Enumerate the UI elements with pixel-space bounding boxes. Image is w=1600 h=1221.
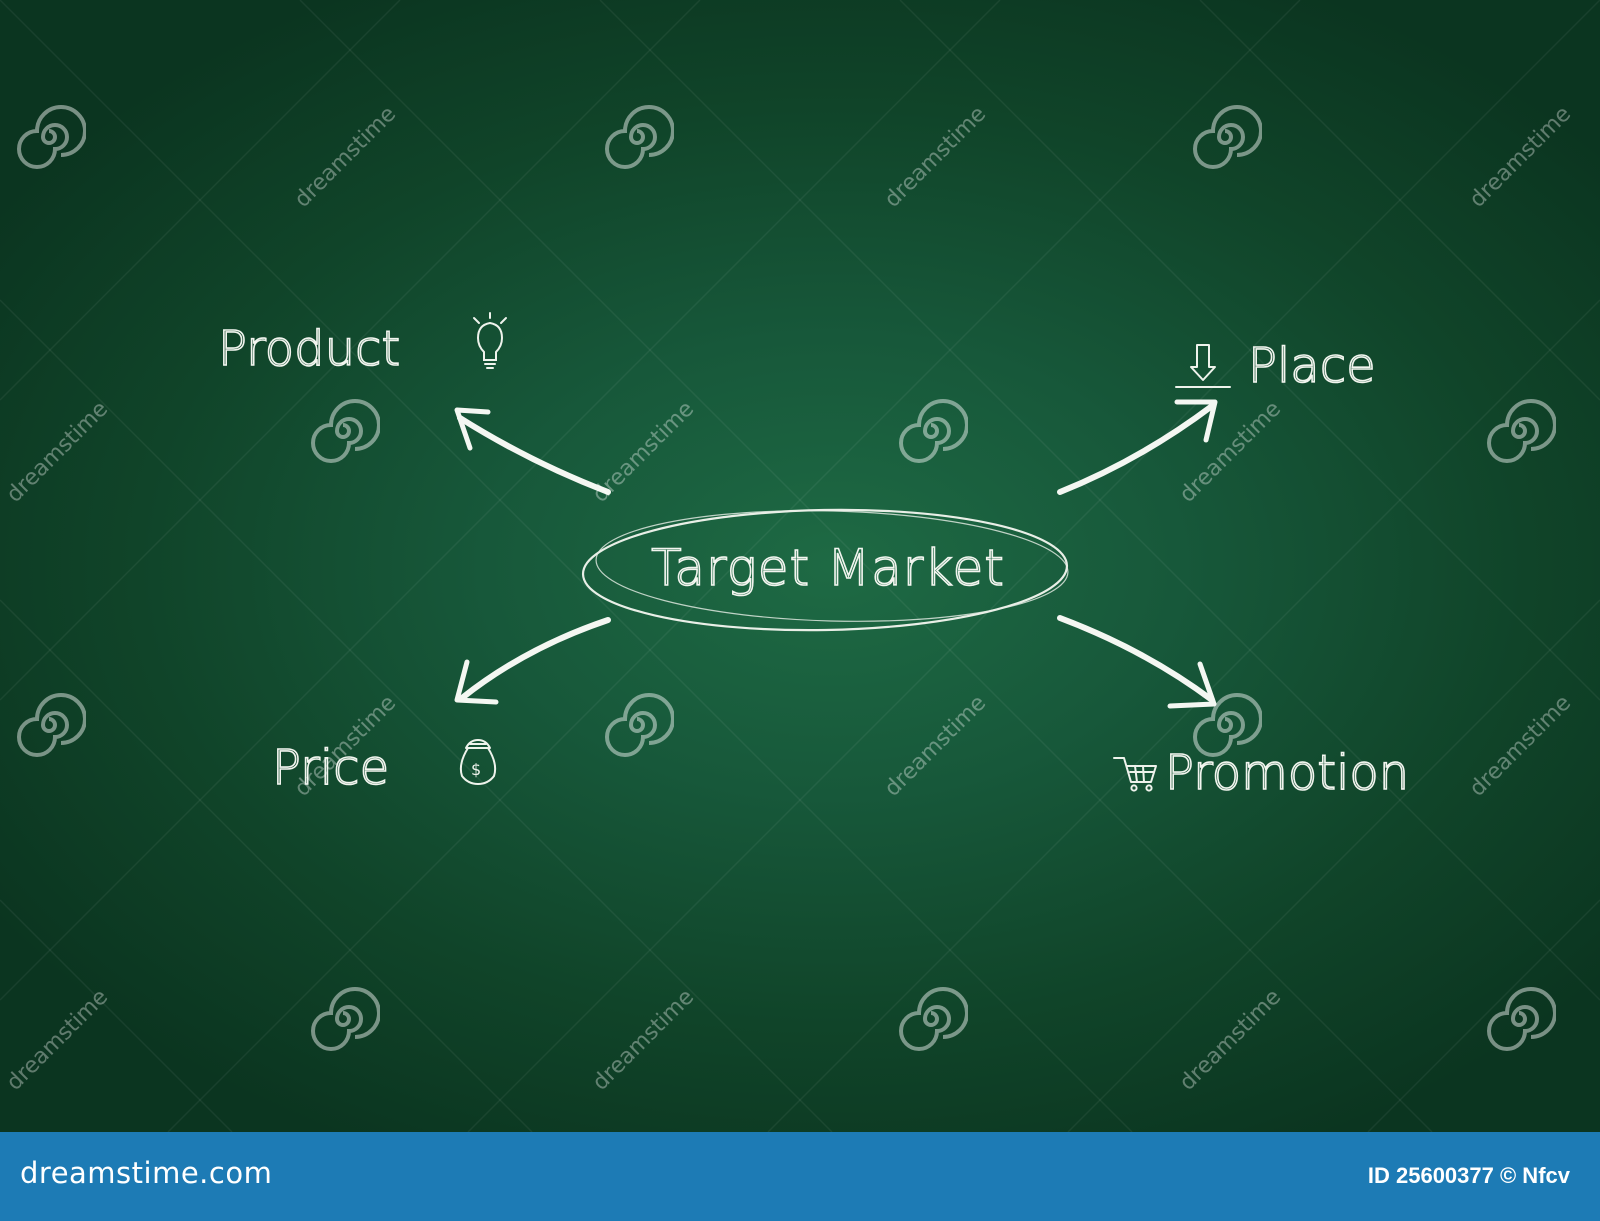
branch-label-product: Product (218, 321, 400, 377)
footer-photo-id: ID 25600377 © Nfcv (1367, 1163, 1570, 1188)
footer-brand: dreamstime.com (20, 1156, 273, 1190)
spiral-icon (17, 693, 86, 757)
mind-map-diagram: Target Market Product Place Price Prom (0, 0, 1600, 1132)
arrowhead-promotion-icon (1167, 661, 1217, 709)
spiral-icon (311, 399, 380, 463)
branch-label-place: Place (1248, 338, 1376, 394)
branch-label-price: Price (272, 740, 389, 796)
spiral-icon (605, 693, 674, 757)
spiral-icon (899, 399, 968, 463)
spiral-icon (1193, 693, 1262, 757)
spiral-icon (605, 105, 674, 169)
arrows (454, 399, 1218, 709)
branch-label-promotion: Promotion (1165, 745, 1409, 801)
spiral-icon (1487, 399, 1556, 463)
lightbulb-icon (473, 312, 507, 369)
spiral-icon (311, 987, 380, 1051)
center-node (581, 508, 1069, 632)
center-label: Target Market (651, 539, 1005, 597)
arrow-to-promotion (1057, 615, 1215, 703)
arrowhead-product-icon (454, 407, 491, 451)
spiral-icon (1487, 987, 1556, 1051)
arrow-to-product (457, 415, 611, 495)
arrow-to-price (459, 617, 611, 701)
shopping-cart-icon (1113, 757, 1157, 792)
arrowhead-place-icon (1174, 399, 1218, 443)
spiral-icon (1193, 105, 1262, 169)
spiral-icon (899, 987, 968, 1051)
money-bag-icon: $ (459, 738, 497, 786)
chalkboard: Target Market Product Place Price Prom (0, 0, 1600, 1132)
arrowhead-price-icon (454, 659, 499, 705)
svg-text:$: $ (471, 760, 481, 779)
download-arrow-icon (1175, 344, 1231, 388)
arrow-to-place (1057, 403, 1215, 495)
footer-bar: dreamstime.com ID 25600377 © Nfcv (0, 1132, 1600, 1221)
spiral-icon (17, 105, 86, 169)
watermark-grid (0, 0, 1600, 1132)
